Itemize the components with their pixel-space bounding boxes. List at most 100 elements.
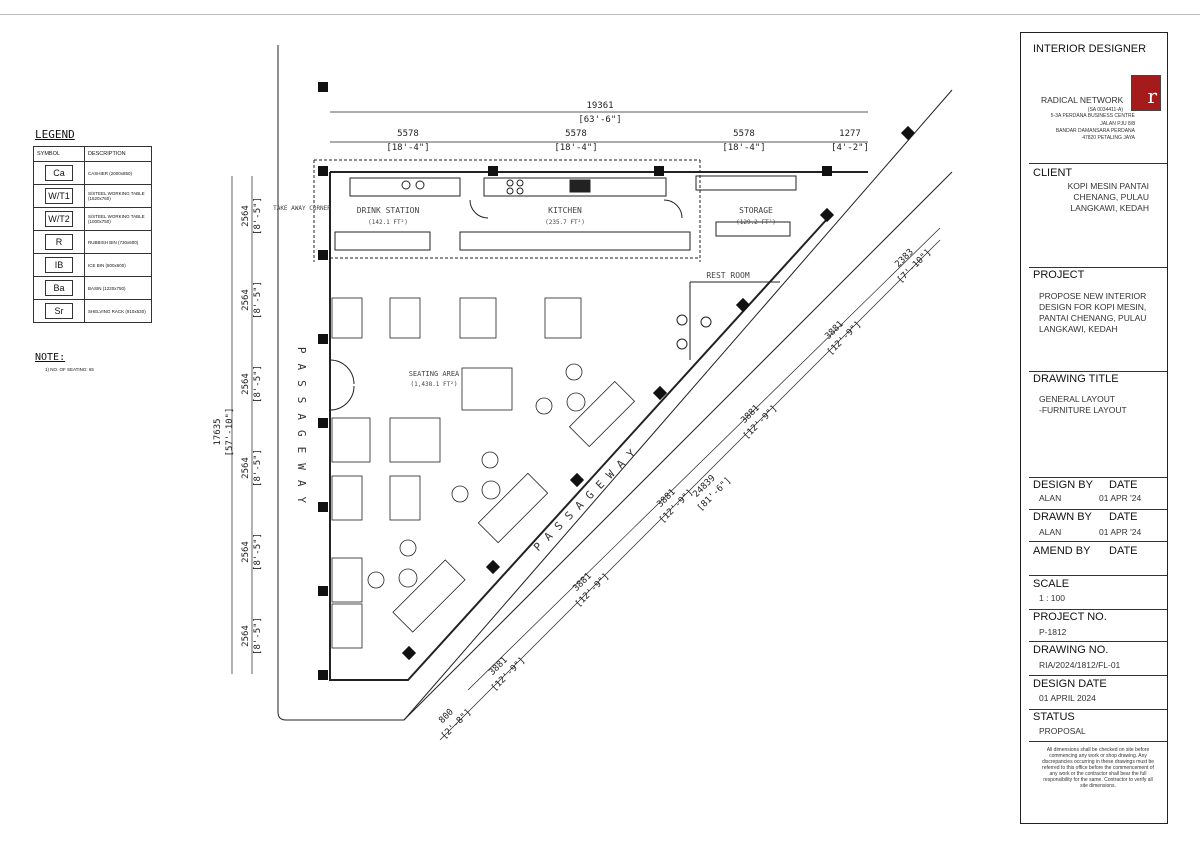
restroom-wall [689,281,780,360]
kitchen-area: (235.7 FT²) [545,219,585,226]
drawing-title-label: DRAWING TITLE [1033,373,1119,385]
scale-label: SCALE [1033,578,1070,590]
legend-description: S/STEEL WORKING TABLE (1000x750) [84,207,152,231]
burner-icon [506,179,514,187]
dim-left-seg: 2564 [241,373,251,395]
firm-address: 47820 PETALING JAYA [1082,135,1135,141]
legend-symbol: R [45,234,73,250]
chair [565,363,583,381]
column [318,82,328,92]
dim-top-last: 1277 [839,129,861,139]
page-top-rule [0,14,1200,15]
column [318,418,328,428]
column [318,334,328,344]
firm-address: JALAN PJU 8/8 [1100,121,1135,127]
shelving-rack [715,221,791,237]
drawing-subtitle: -FURNITURE LAYOUT [1039,405,1127,415]
door-swing [329,385,355,411]
dim-left-seg: 2564 [241,625,251,647]
burner-icon [516,187,524,195]
disclaimer: All dimensions shall be checked on site … [1042,747,1154,789]
drawn-by: ALAN [1039,527,1062,537]
cashier-counter [334,231,431,251]
dim-top-last-imperial: [4'-2"] [831,143,869,153]
legend-symbol: Sr [45,303,73,319]
stove [569,179,591,193]
client-name: KOPI MESIN PANTAI CHENANG, PULAU LANGKAW… [1067,181,1149,213]
column [654,166,664,176]
chair [399,539,417,557]
dim-left-seg-imperial: [8'-5"] [253,197,263,235]
dim-left-seg-imperial: [8'-5"] [253,281,263,319]
sofa [477,472,549,544]
dim-left-seg: 2564 [241,205,251,227]
scale-value: 1 : 100 [1039,593,1065,603]
drawn-by-label: DRAWN BY [1033,511,1092,523]
drawing-no: RIA/2024/1812/FL-01 [1039,660,1121,670]
dim-top-seg-imperial: [18'-4"] [386,143,429,153]
shelving-rack [695,175,797,191]
legend-symbol: IB [45,257,73,273]
legend-symbol: Ca [45,165,73,181]
sofa [568,380,636,448]
dim-top-seg-imperial: [18'-4"] [554,143,597,153]
legend-symbol: W/T2 [45,211,73,227]
legend-description: SHELVING RACK (910x530) [84,299,152,323]
outer-boundary [277,45,953,721]
table-set [331,557,363,603]
kitchen-counter-top [483,177,667,197]
legend-description: ICE BIN (800x600) [84,253,152,277]
basin-icon [676,338,688,350]
column [735,297,751,313]
table-set [331,475,363,521]
firm-name: RADICAL NETWORK [1041,95,1124,105]
table-set [389,297,421,339]
dim-left-total: 17635 [213,418,223,445]
title-block: INTERIOR DESIGNER r RADICAL NETWORK (SA … [1020,32,1168,824]
dim-top-seg: 5578 [397,129,419,139]
designer-label: INTERIOR DESIGNER [1033,43,1147,55]
firm-logo-letter: r [1147,84,1157,108]
drawn-date: 01 APR '24 [1099,527,1142,537]
dim-left-seg-imperial: [8'-5"] [253,533,263,571]
column [652,385,668,401]
project-no: P-1812 [1039,627,1067,637]
sofa [392,559,466,633]
dim-left-seg-imperial: [8'-5"] [253,449,263,487]
legend-description: BASIN (1220x750) [84,276,152,300]
drawing-no-label: DRAWING NO. [1033,644,1109,656]
column [488,166,498,176]
design-by-label: DESIGN BY [1033,479,1093,491]
dim-left-seg: 2564 [241,541,251,563]
dim-left-total-imperial: [57'-10"] [225,408,235,457]
dim-line-diagonal-total [439,239,941,741]
column [401,645,417,661]
round-table [398,568,418,588]
column [318,502,328,512]
door-swing [329,359,355,385]
column [819,207,835,223]
chair [451,485,469,503]
dim-top-total: 19361 [586,101,613,111]
storage-label: STORAGE [739,206,773,215]
date-label: DATE [1109,511,1138,523]
column [569,472,585,488]
legend-row: IB ICE BIN (800x600) [33,253,152,277]
amend-by-label: AMEND BY [1033,545,1091,557]
legend-symbol: Ba [45,280,73,296]
outer-diagonal [403,89,953,721]
design-by: ALAN [1039,493,1062,503]
column [318,586,328,596]
floor-plan: 19361 [63'-6"] 5578 [18'-4"] 5578 [18'-4… [213,45,953,742]
dim-left-seg: 2564 [241,289,251,311]
chair [481,451,499,469]
column [900,125,916,141]
legend-row: Sr SHELVING RACK (910x530) [33,299,152,323]
dim-line-diagonal-seg [467,227,941,691]
chair [535,397,553,415]
sink-icon [415,180,425,190]
firm-address: 5-3A PERDANA BUSINESS CENTRE [1050,113,1135,119]
door-swing [663,199,683,219]
